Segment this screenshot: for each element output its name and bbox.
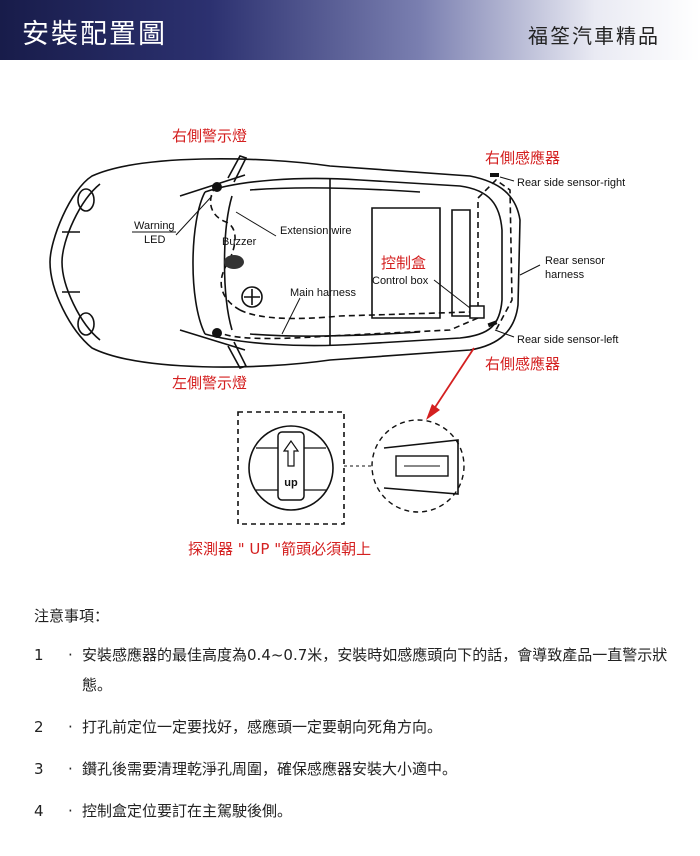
warning-led-left: [212, 328, 222, 338]
led-label: LED: [144, 234, 165, 246]
note-number: 4: [34, 802, 44, 820]
note-text: 鑽孔後需要清理乾淨孔周圍，確保感應器安裝大小適中。: [82, 760, 458, 778]
list-item: 4 · 控制盒定位要訂在主駕駛後側。: [34, 796, 674, 826]
probe-up-note: 探測器 " UP "箭頭必須朝上: [188, 540, 371, 558]
list-item: 3 · 鑽孔後需要清理乾淨孔周圍，確保感應器安裝大小適中。: [34, 754, 674, 784]
bullet-dot: ·: [68, 646, 73, 664]
wiring: [209, 178, 513, 340]
control-box-cn-label: 控制盒: [381, 254, 426, 272]
rear-side-sensor-right: [490, 173, 499, 177]
notes-title: 注意事項：: [34, 607, 110, 625]
page-title: 安裝配置圖: [22, 19, 167, 50]
right-warning-light-label: 右側警示燈: [172, 127, 247, 145]
note-text: 安裝感應器的最佳高度為0.4~0.7米，安裝時如感應頭向下的話，會導致產品一直警…: [82, 646, 668, 694]
list-item: 1 · 安裝感應器的最佳高度為0.4~0.7米，安裝時如感應頭向下的話，會導致產…: [34, 640, 674, 700]
extension-wire-label: Extension wire: [280, 225, 352, 237]
buzzer-label: Buzzer: [222, 236, 257, 248]
notes-section: 注意事項： 1 · 安裝感應器的最佳高度為0.4~0.7米，安裝時如感應頭向下的…: [34, 605, 674, 838]
control-box-icon: [469, 305, 485, 319]
note-text: 控制盒定位要訂在主駕駛後側。: [82, 802, 293, 820]
note-number: 2: [34, 718, 44, 736]
leader-lines: [132, 176, 541, 338]
brand-name: 福筌汽車精品: [528, 24, 660, 48]
rear-sensor-label: Rear sensor: [545, 255, 605, 267]
buzzer-icon: [224, 255, 244, 269]
warning-led-right: [212, 182, 222, 192]
control-box-label: Control box: [372, 275, 429, 287]
right-sensor-top-label: 右側感應器: [485, 149, 560, 167]
note-number: 1: [34, 646, 44, 664]
rear-side-sensor-left: [487, 320, 498, 328]
probe-detail: up: [237, 411, 465, 525]
bullet-dot: ·: [68, 802, 73, 820]
installation-diagram: up 右側警示燈 左側警示燈 右側感應器 右側感應器 控制盒 探測器 " UP …: [49, 127, 625, 558]
bullet-dot: ·: [68, 760, 73, 778]
harness-label: harness: [545, 269, 585, 281]
car-outline: [49, 155, 521, 369]
warning-label: Warning: [134, 220, 175, 232]
components: [212, 173, 499, 338]
rear-side-sensor-right-label: Rear side sensor-right: [517, 177, 625, 189]
main-harness-label: Main harness: [290, 287, 357, 299]
note-text: 打孔前定位一定要找好，感應頭一定要朝向死角方向。: [82, 718, 443, 736]
left-warning-light-label: 左側警示燈: [172, 374, 247, 392]
bullet-dot: ·: [68, 718, 73, 736]
list-item: 2 · 打孔前定位一定要找好，感應頭一定要朝向死角方向。: [34, 712, 674, 742]
probe-up-label: up: [284, 477, 298, 489]
page-header: 安裝配置圖 福筌汽車精品: [0, 0, 700, 60]
red-arrow: [426, 347, 475, 420]
right-sensor-bottom-label: 右側感應器: [485, 355, 560, 373]
rear-side-sensor-left-label: Rear side sensor-left: [517, 334, 619, 346]
note-number: 3: [34, 760, 44, 778]
